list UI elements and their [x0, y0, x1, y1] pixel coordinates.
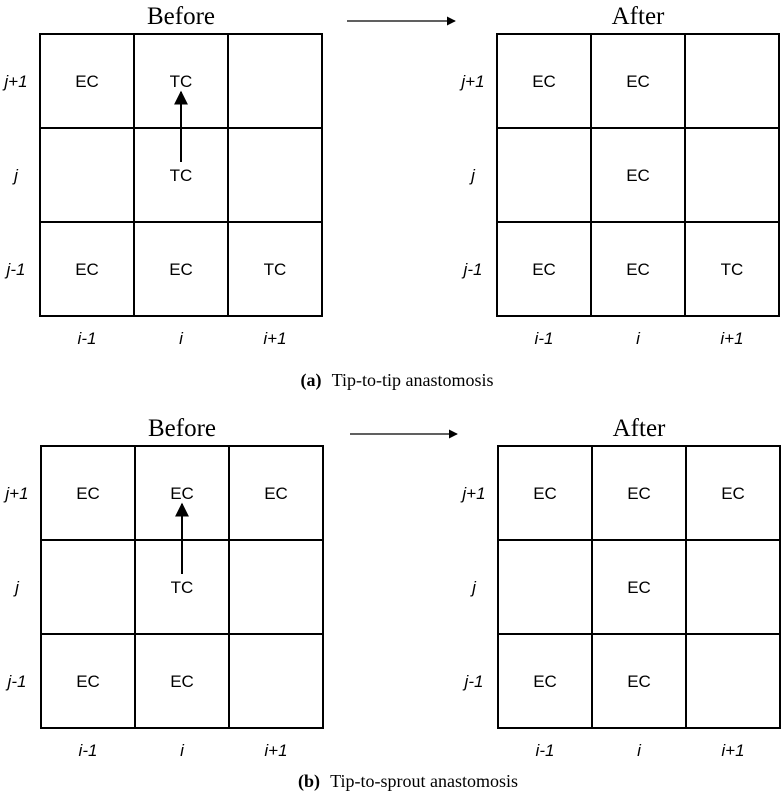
after-a-cell-label: TC: [721, 260, 744, 279]
after-a-row-label: j: [469, 166, 476, 185]
after-a-col-label: i: [636, 329, 641, 348]
before-b-cell: [228, 539, 324, 635]
before-b-col-label: i-1: [79, 741, 98, 760]
before-a-col-label: i: [179, 329, 184, 348]
after-b-col-label: i+1: [721, 741, 744, 760]
before-b-cell: [40, 445, 136, 541]
caption-b: (b) Tip-to-sprout anastomosis: [298, 771, 518, 792]
after-a-row-label: j-1: [462, 260, 483, 279]
after-a-cell-label: EC: [626, 72, 650, 91]
before-b-row-label: j+1: [3, 484, 28, 503]
before-a-cell: [227, 127, 323, 223]
after-a-cell: [590, 127, 686, 223]
after-b-cell: [497, 445, 593, 541]
after-b-cell: [591, 445, 687, 541]
before-b-row-label: j: [13, 578, 20, 597]
before-b-cell: [228, 445, 324, 541]
caption-a-label: (a): [300, 370, 321, 391]
before-a-cell: [227, 33, 323, 129]
after-a-cell-label: EC: [532, 260, 556, 279]
after-a-cell: [684, 33, 780, 129]
after-a-col-label: i+1: [720, 329, 743, 348]
before-b-cell-label: EC: [76, 672, 100, 691]
before-a-cell: [39, 221, 135, 317]
after-b-cell-label: EC: [627, 484, 651, 503]
before-b-cell: [134, 633, 230, 729]
caption-b-text: Tip-to-sprout anastomosis: [330, 771, 518, 791]
after-b-cell: [591, 539, 687, 635]
after-a-row-label: j+1: [459, 72, 484, 91]
before-b-title: Before: [148, 415, 216, 442]
before-a-row-label: j-1: [5, 260, 26, 279]
before-a-cell-label: EC: [75, 260, 99, 279]
after-b-cell: [591, 633, 687, 729]
before-b-col-label: i: [180, 741, 185, 760]
before-a-title: Before: [147, 3, 215, 30]
before-b-row-label: j-1: [6, 672, 27, 691]
after-b-col-label: i: [637, 741, 642, 760]
before-a-cell-label: EC: [75, 72, 99, 91]
after-b-cell: [685, 633, 781, 729]
before-a-row-label: j+1: [2, 72, 27, 91]
before-b-cell: [228, 633, 324, 729]
after-a-cell-label: EC: [532, 72, 556, 91]
after-a-col-label: i-1: [535, 329, 554, 348]
after-b-row-label: j: [470, 578, 477, 597]
after-b-row-label: j-1: [463, 672, 484, 691]
after-a-cell: [684, 221, 780, 317]
caption-a: (a) Tip-to-tip anastomosis: [300, 370, 493, 391]
before-a-cell: [227, 221, 323, 317]
after-b-row-label: j+1: [460, 484, 485, 503]
before-b-col-label: i+1: [264, 741, 287, 760]
after-b-col-label: i-1: [536, 741, 555, 760]
before-b-cell-label: EC: [170, 672, 194, 691]
before-b-cell-label: EC: [76, 484, 100, 503]
before-b-cell-label: EC: [170, 484, 194, 503]
after-a-cell-label: EC: [626, 260, 650, 279]
caption-b-label: (b): [298, 771, 320, 792]
before-a-col-label: i-1: [78, 329, 97, 348]
after-b-cell: [497, 539, 593, 635]
after-b-cell-label: EC: [627, 578, 651, 597]
after-b-cell-label: EC: [627, 672, 651, 691]
before-a-cell: [39, 127, 135, 223]
before-a-cell: [39, 33, 135, 129]
before-b-cell: [40, 539, 136, 635]
before-a-cell-label: TC: [170, 166, 193, 185]
before-a-row-label: j: [12, 166, 19, 185]
caption-a-text: Tip-to-tip anastomosis: [332, 370, 494, 390]
after-a-cell: [684, 127, 780, 223]
before-a-cell-label: TC: [170, 72, 193, 91]
after-a-cell: [496, 127, 592, 223]
after-a-cell: [590, 221, 686, 317]
after-a-cell: [496, 221, 592, 317]
after-b-cell-label: EC: [533, 484, 557, 503]
after-b-title: After: [613, 415, 666, 442]
before-b-cell-label: TC: [171, 578, 194, 597]
after-a-title: After: [612, 3, 665, 30]
after-b-cell-label: EC: [533, 672, 557, 691]
before-a-cell-label: TC: [264, 260, 287, 279]
before-a-cell-label: EC: [169, 260, 193, 279]
after-b-cell-label: EC: [721, 484, 745, 503]
after-a-cell: [590, 33, 686, 129]
after-b-cell: [685, 539, 781, 635]
before-b-cell: [40, 633, 136, 729]
before-b-cell-label: EC: [264, 484, 288, 503]
after-a-cell-label: EC: [626, 166, 650, 185]
before-a-col-label: i+1: [263, 329, 286, 348]
